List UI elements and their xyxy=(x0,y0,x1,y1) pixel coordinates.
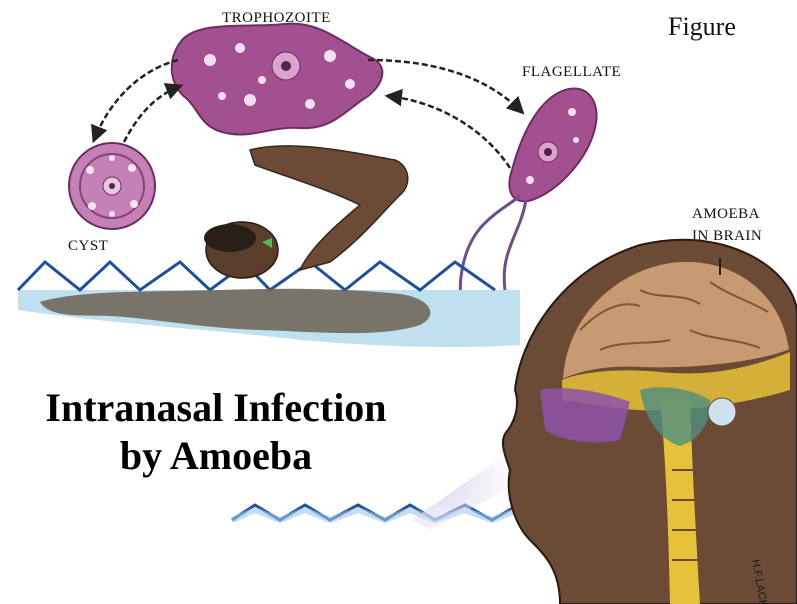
title-line-2: by Amoeba xyxy=(6,432,426,480)
trophozoite-label: TROPHOZOITE xyxy=(222,10,331,27)
figure-label: Figure xyxy=(668,12,736,42)
flagellate-label: FLAGELLATE xyxy=(522,64,621,81)
title-line-1: Intranasal Infection xyxy=(6,384,426,432)
cyst-drawing xyxy=(69,143,155,229)
bottom-waves xyxy=(232,505,545,520)
amoeba-in-brain-label-line2: IN BRAIN xyxy=(692,228,762,245)
cyst-label: CYST xyxy=(68,238,108,255)
trophozoite-drawing xyxy=(172,24,383,135)
amoeba-in-brain-label-line1: AMOEBA xyxy=(692,206,760,223)
head-cross-section xyxy=(503,240,797,604)
